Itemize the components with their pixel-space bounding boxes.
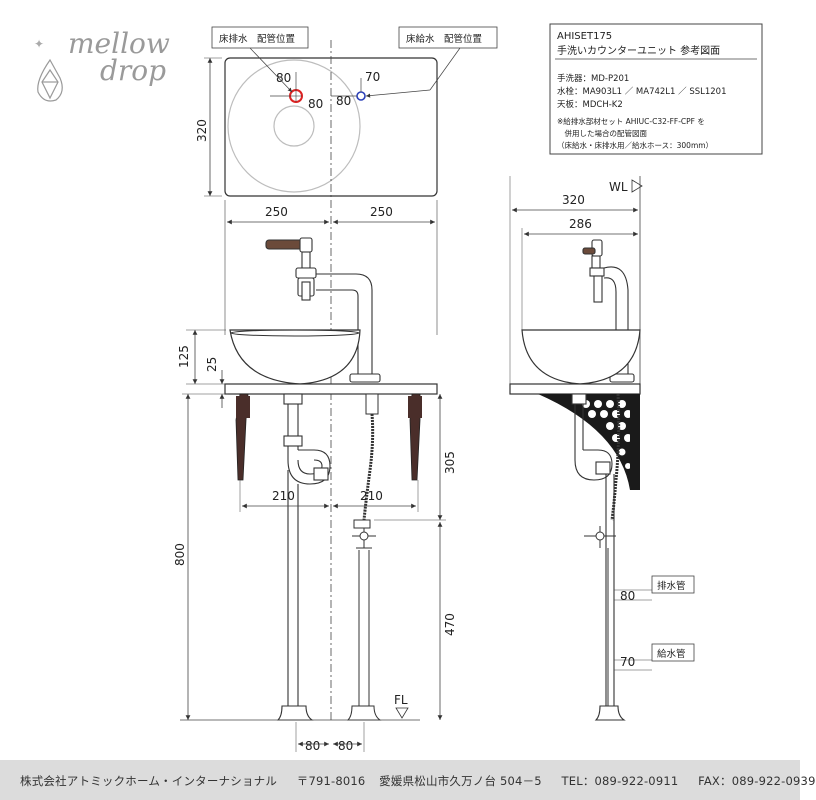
dim-label: 80 bbox=[336, 94, 351, 108]
spec-model: AHISET175 bbox=[557, 31, 612, 42]
dim-label: 80 bbox=[620, 589, 635, 603]
footer-fax: FAX：089-922-0939 bbox=[698, 774, 816, 788]
front-elevation: 125 25 800 305 470 210 210 FL 80 80 bbox=[173, 237, 457, 753]
dim-label: 80 bbox=[305, 739, 320, 753]
drain-trap bbox=[276, 393, 331, 721]
drain-outline bbox=[273, 105, 315, 147]
technical-drawing: ✦ mellow drop AHISET175 手洗いカウンターユニット 参考図… bbox=[34, 23, 763, 753]
dim-label: 320 bbox=[195, 119, 209, 142]
spec-item: 天板：MDCH-K2 bbox=[557, 99, 623, 110]
spec-title: 手洗いカウンターユニット 参考図面 bbox=[557, 44, 720, 57]
dim-label: 70 bbox=[365, 70, 380, 84]
spec-note: 併用した場合の配管図面 bbox=[557, 128, 647, 138]
supply-hose bbox=[346, 393, 382, 721]
faucet bbox=[265, 237, 381, 383]
drain-pipe-label: 排水管 bbox=[657, 580, 686, 592]
dim-label: 305 bbox=[443, 451, 457, 474]
footer-contact: 株式会社アトミックホーム・インターナショナル 〒791-8016 愛媛県松山市久… bbox=[20, 773, 816, 789]
dim-label: 70 bbox=[620, 655, 635, 669]
footer-postal: 〒791-8016 bbox=[296, 774, 366, 788]
logo-line1: mellow bbox=[68, 27, 170, 60]
spec-item: 手洗器：MD-P201 bbox=[557, 73, 629, 84]
dim-label: 800 bbox=[173, 543, 187, 566]
dim-label: 80 bbox=[338, 739, 353, 753]
dim-label: 210 bbox=[360, 489, 383, 503]
logo-line2: drop bbox=[100, 54, 166, 87]
dim-label: 470 bbox=[443, 613, 457, 636]
footer-bar: 株式会社アトミックホーム・インターナショナル 〒791-8016 愛媛県松山市久… bbox=[0, 760, 815, 800]
footer-company: 株式会社アトミックホーム・インターナショナル bbox=[20, 774, 278, 788]
bowl bbox=[229, 329, 361, 385]
footer-address: 愛媛県松山市久万ノ台 504－5 bbox=[379, 774, 542, 788]
supply-position-label: 床給水 配管位置 bbox=[406, 33, 482, 45]
plan-view: 80 80 80 70 床排水 配管位置 床給水 配管位置 320 250 25… bbox=[195, 26, 498, 720]
drop-icon bbox=[37, 58, 63, 102]
supply-hose-side bbox=[584, 393, 621, 706]
spec-note: （床給水・床排水用／給水ホース：300mm） bbox=[557, 140, 713, 150]
dim-label: 80 bbox=[276, 71, 291, 85]
spec-box: AHISET175 手洗いカウンターユニット 参考図面 手洗器：MD-P201 … bbox=[549, 23, 763, 155]
brand-logo: ✦ mellow drop bbox=[34, 27, 170, 102]
drain-pipe-callout bbox=[651, 575, 695, 594]
dim-label: 286 bbox=[569, 217, 592, 231]
spec-note: ※給排水部材セット AHIUC-C32-FF-CPF を bbox=[557, 116, 705, 126]
drain-position-label: 床排水 配管位置 bbox=[219, 33, 295, 45]
dim-label: 250 bbox=[370, 205, 393, 219]
countertop-side bbox=[509, 383, 641, 395]
floor-line-label: FL bbox=[394, 693, 408, 707]
dim-label: 250 bbox=[265, 205, 288, 219]
dim-label: 80 bbox=[308, 97, 323, 111]
wall-line-marker bbox=[631, 179, 643, 193]
countertop bbox=[224, 383, 438, 395]
dim-label: 125 bbox=[177, 345, 191, 368]
supply-pipe-callout bbox=[651, 643, 695, 662]
dim-label: 210 bbox=[272, 489, 295, 503]
dim-label: 320 bbox=[562, 193, 585, 207]
bowl-outline bbox=[227, 59, 361, 193]
faucet-side bbox=[582, 239, 635, 383]
dim-label: 25 bbox=[205, 357, 219, 372]
footer-tel: TEL：089-922-0911 bbox=[561, 774, 679, 788]
supply-pipe-label: 給水管 bbox=[657, 648, 686, 660]
floor-line-marker bbox=[395, 707, 409, 719]
ornamental-bracket bbox=[538, 394, 640, 490]
wall-line-label: WL bbox=[609, 180, 628, 194]
drain-position-callout bbox=[211, 26, 309, 49]
supply-position-callout bbox=[398, 26, 498, 49]
spec-item: 水栓：MA903L1 ／ MA742L1 ／ SSL1201 bbox=[557, 86, 727, 97]
side-elevation: WL 320 286 bbox=[509, 176, 695, 721]
sparkle-icon: ✦ bbox=[34, 37, 44, 51]
